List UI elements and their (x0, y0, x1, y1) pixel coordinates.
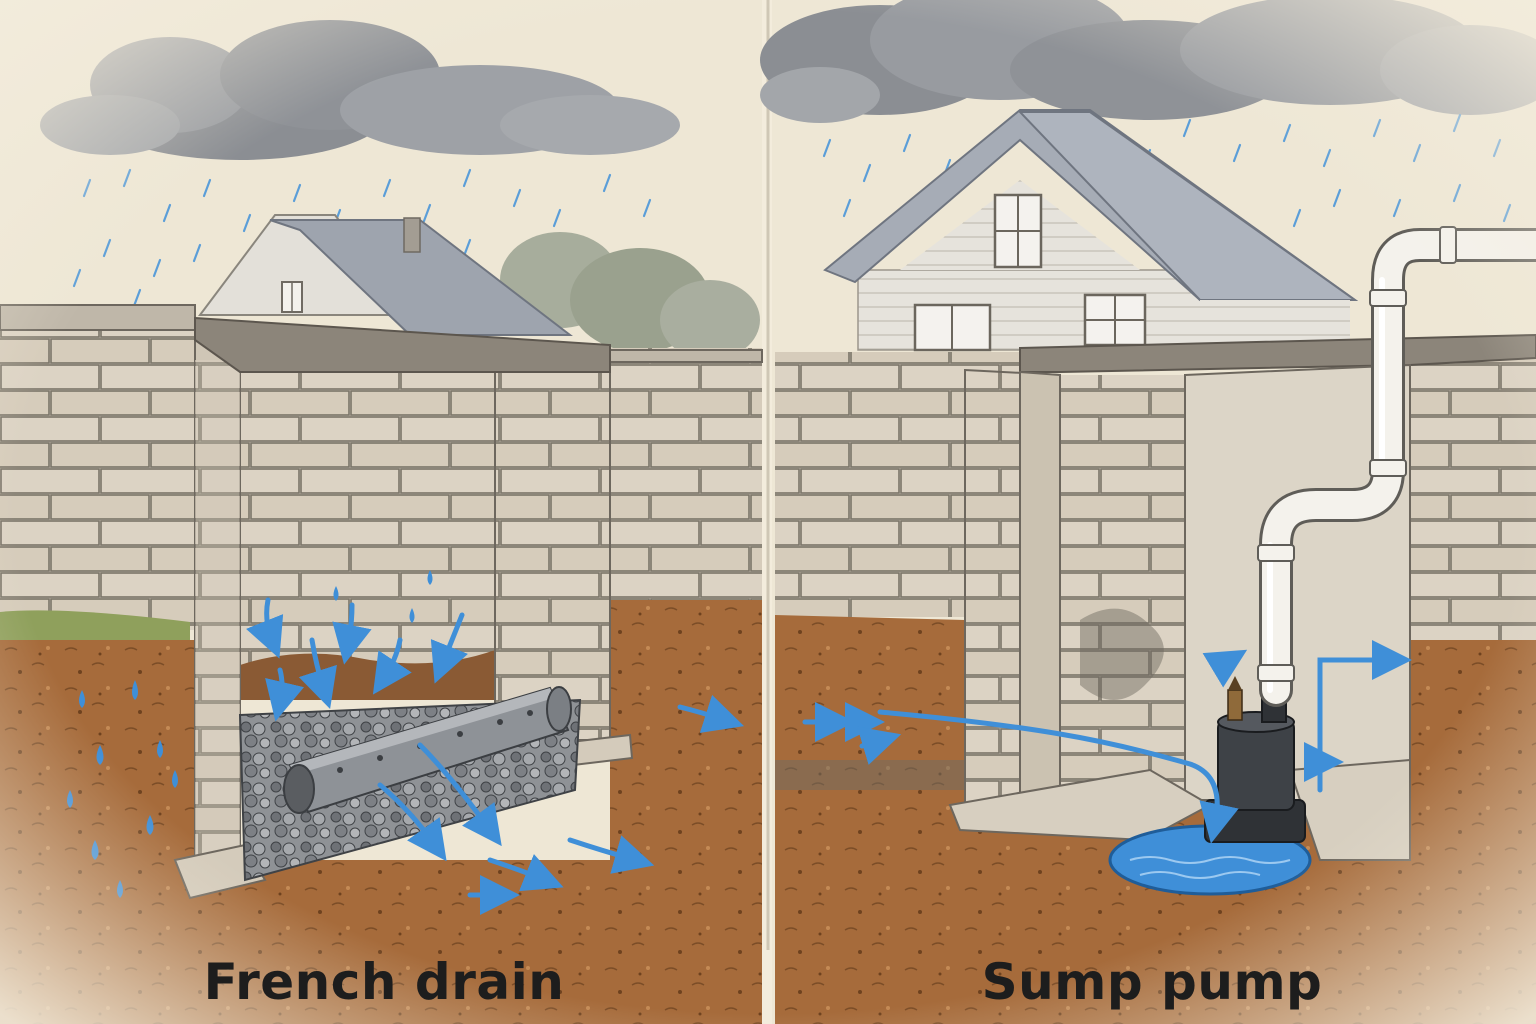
foundation-wall-right (1405, 340, 1536, 640)
cavity-back-wall (240, 370, 495, 700)
french-drain-label: French drain (203, 953, 565, 1011)
french-drain-panel (0, 0, 763, 1024)
foundation-wall-left (0, 330, 195, 630)
sump-pump-label: Sump pump (981, 953, 1323, 1011)
pillar-right (494, 348, 611, 741)
foundation-wall-right (610, 348, 762, 608)
sump-pump-panel (760, 0, 1536, 1024)
cavity-back-wall (1060, 375, 1190, 805)
